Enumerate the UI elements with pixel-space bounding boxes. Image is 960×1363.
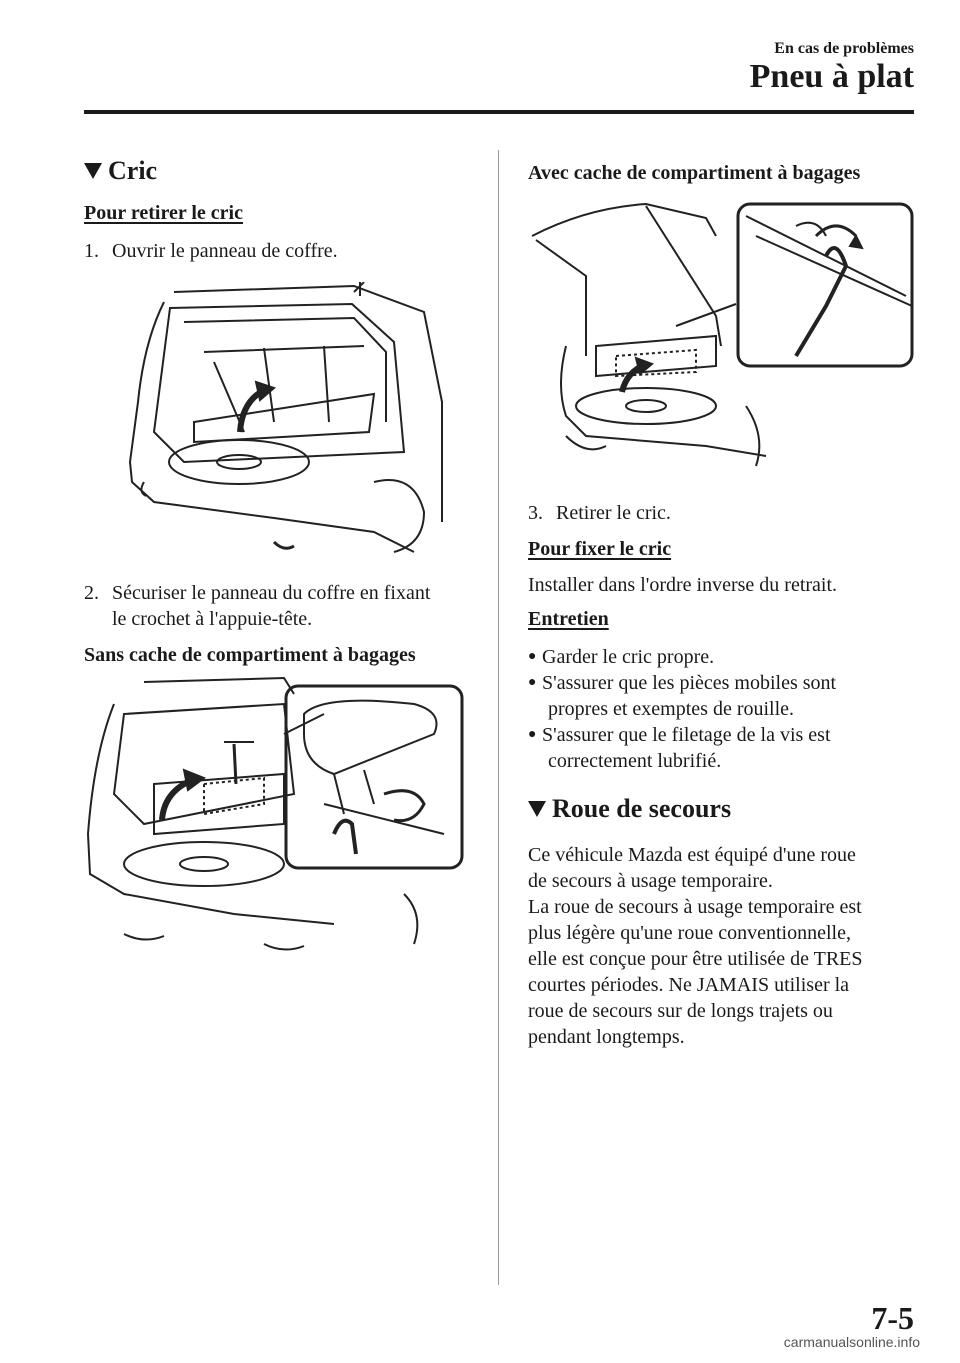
step-1: 1. Ouvrir le panneau de coffre. [84, 238, 338, 264]
bullet-icon: ● [528, 727, 537, 742]
watermark: carmanualsonline.info [783, 1334, 920, 1350]
spare-line-5: elle est conçue pour être utilisée de TR… [528, 948, 863, 970]
illustration-open-trunk [124, 282, 444, 560]
remove-jack-title: Pour retirer le cric [84, 202, 243, 224]
maintenance-item-3-line-2: correctement lubrifié. [548, 750, 722, 772]
triangle-icon [84, 163, 102, 179]
install-jack-text: Installer dans l'ordre inverse du retrai… [528, 574, 838, 596]
without-cover-title: Sans cache de compartiment à bagages [84, 644, 416, 666]
spare-line-2: de secours à usage temporaire. [528, 870, 773, 892]
bullet-icon: ● [528, 675, 537, 690]
list-item: ● S'assurer que le filetage de la vis es… [528, 722, 836, 774]
spare-line-8: pendant longtemps. [528, 1026, 685, 1048]
spare-line-4: plus légère qu'une roue conventionnelle, [528, 922, 851, 944]
spare-line-6: courtes périodes. Ne JAMAIS utiliser la [528, 974, 850, 996]
step-3-text: Retirer le cric. [556, 502, 671, 524]
illustration-with-cover [526, 196, 916, 486]
list-item: ● Garder le cric propre. [528, 644, 836, 670]
triangle-icon [528, 801, 546, 817]
heading-cric-text: Cric [108, 156, 158, 185]
spare-line-3: La roue de secours à usage temporaire es… [528, 896, 862, 918]
bullet-icon: ● [528, 649, 537, 664]
heading-spare-wheel: Roue de secours [528, 794, 731, 824]
step-3-number: 3. [528, 502, 543, 524]
page-title: Pneu à plat [749, 58, 914, 95]
maintenance-item-2-line-2: propres et exemptes de rouille. [548, 698, 795, 720]
maintenance-list: ● Garder le cric propre. ● S'assurer que… [528, 644, 836, 774]
maintenance-item-1: Garder le cric propre. [542, 646, 715, 668]
spare-line-1: Ce véhicule Mazda est équipé d'une roue [528, 844, 856, 866]
maintenance-title: Entretien [528, 608, 609, 630]
header-rule [84, 110, 914, 114]
install-jack-title: Pour fixer le cric [528, 538, 672, 560]
step-2-number: 2. [84, 582, 99, 604]
maintenance-item-3-line-1: S'assurer que le filetage de la vis est [542, 724, 831, 746]
heading-cric: Cric [84, 156, 157, 186]
page-number: 7-5 [871, 1300, 914, 1336]
maintenance-item-2-line-1: S'assurer que les pièces mobiles sont [542, 672, 837, 694]
step-3: 3. Retirer le cric. [528, 500, 671, 526]
step-1-number: 1. [84, 240, 99, 262]
step-2-line-1: Sécuriser le panneau du coffre en fixant [112, 582, 431, 604]
step-2: 2. Sécuriser le panneau du coffre en fix… [84, 580, 430, 632]
spare-line-7: roue de secours sur de longs trajets ou [528, 1000, 833, 1022]
spare-wheel-paragraph: Ce véhicule Mazda est équipé d'une roue … [528, 842, 863, 1050]
step-1-text: Ouvrir le panneau de coffre. [112, 240, 338, 262]
illustration-without-cover [84, 674, 468, 964]
section-label: En cas de problèmes [774, 40, 914, 57]
heading-spare-wheel-text: Roue de secours [552, 794, 732, 823]
column-divider [498, 150, 499, 1285]
step-2-line-2: le crochet à l'appuie-tête. [112, 608, 313, 630]
list-item: ● S'assurer que les pièces mobiles sont … [528, 670, 836, 722]
with-cover-title: Avec cache de compartiment à bagages [528, 162, 861, 184]
